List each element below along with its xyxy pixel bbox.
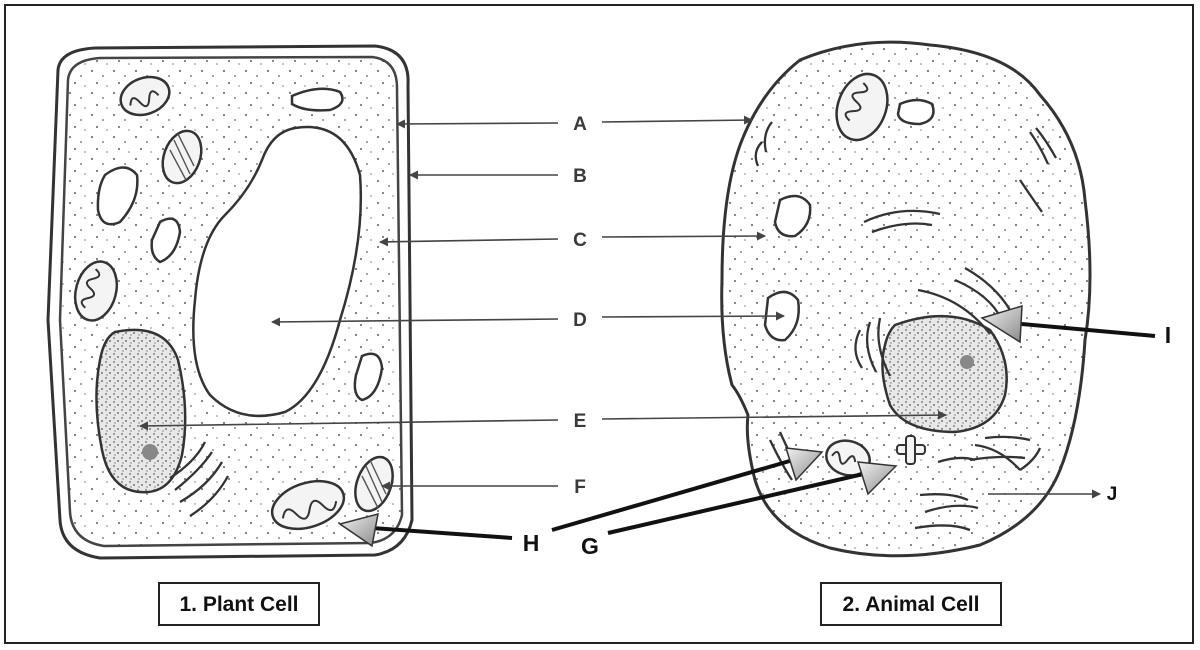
pointer-E-animal — [601, 410, 947, 420]
label-B: B — [573, 166, 587, 187]
plant-golgi — [169, 441, 230, 517]
label-G: G — [581, 533, 599, 559]
label-letters: A B C D E F H G I J — [523, 114, 1172, 559]
label-I: I — [1165, 322, 1171, 348]
animal-vesicle-2 — [773, 194, 812, 238]
pointer-D-plant — [271, 317, 559, 327]
animal-cell-membrane — [720, 40, 1092, 558]
label-A: A — [573, 114, 587, 135]
bold-pointers — [338, 304, 1156, 548]
pointer-A-plant — [396, 119, 559, 129]
pointer-H-animal-head — [784, 447, 824, 482]
plant-nucleolus — [142, 444, 158, 460]
caption-animal-cell: 2. Animal Cell — [820, 582, 1002, 626]
plant-chloroplast-2 — [354, 455, 394, 513]
pointer-H-plant-head — [338, 512, 379, 548]
animal-cell — [720, 40, 1092, 558]
pointer-lines — [139, 115, 1101, 499]
plant-chloroplast-1 — [161, 129, 203, 185]
label-C: C — [573, 230, 587, 251]
plant-cell — [46, 44, 414, 560]
pointer-H-animal-shaft — [551, 456, 801, 532]
plant-nucleus — [95, 328, 187, 494]
caption-plant-cell: 1. Plant Cell — [158, 582, 320, 626]
plant-vesicle-1 — [96, 166, 139, 226]
pointer-H-plant-shaft — [371, 526, 513, 540]
animal-nucleolus — [960, 355, 974, 369]
animal-centriole — [896, 435, 926, 465]
pointer-E-plant — [139, 419, 559, 431]
pointer-C-animal — [601, 231, 766, 241]
plant-mitochondrion-1 — [119, 75, 171, 117]
pointer-I-shaft — [1009, 321, 1156, 338]
animal-vesicle-1 — [896, 98, 935, 126]
label-J: J — [1107, 484, 1118, 505]
pointer-G-head — [856, 461, 898, 496]
pointer-C-plant — [379, 237, 559, 247]
pointer-D-animal — [601, 311, 785, 321]
plant-vesicle-3 — [290, 87, 344, 112]
pointer-A-animal — [601, 115, 753, 125]
label-E: E — [574, 411, 587, 432]
plant-vesicle-4 — [353, 352, 384, 402]
label-D: D — [573, 310, 587, 331]
plant-vacuole — [192, 125, 363, 418]
pointer-I-head — [980, 304, 1023, 344]
label-F: F — [574, 477, 586, 498]
pointer-G-shaft — [607, 470, 873, 535]
animal-mitochondrion-1 — [835, 72, 889, 142]
plant-mitochondrion-3 — [270, 479, 346, 531]
plant-mitochondrion-2 — [73, 260, 119, 322]
label-H: H — [523, 530, 540, 556]
plant-vesicle-2 — [150, 217, 182, 264]
diagram-frame — [4, 4, 1194, 644]
